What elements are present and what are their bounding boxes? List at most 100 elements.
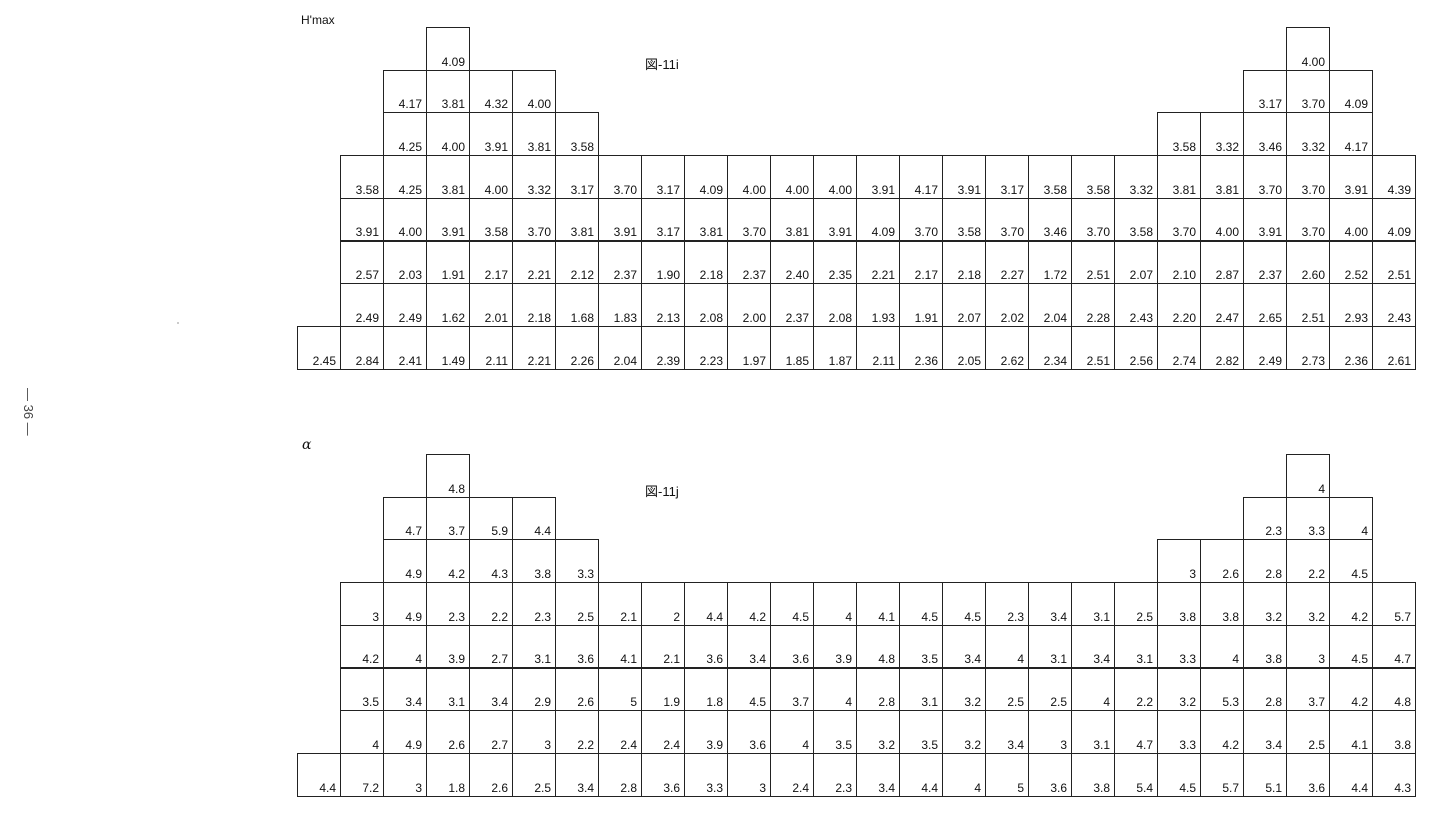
grid-j-cell: 2.5 — [985, 667, 1029, 712]
grid-i-cell-value: 2.17 — [914, 268, 938, 283]
grid-j-cell: 3.4 — [469, 667, 513, 712]
grid-j-cell-value: 3.4 — [1007, 737, 1024, 752]
grid-i-cell-value: 2.49 — [1258, 353, 1282, 368]
grid-j-cell: 3.8 — [1243, 624, 1287, 669]
grid-i-cell: 2.20 — [1157, 283, 1201, 327]
grid-j-cell-value: 4.4 — [706, 609, 723, 624]
grid-i-cell: 2.43 — [1372, 283, 1416, 327]
grid-j-cell-value: 3.7 — [792, 695, 809, 710]
grid-i-cell: 2.74 — [1157, 325, 1201, 370]
grid-i-cell-value: 2.36 — [1344, 353, 1368, 368]
grid-j-cell: 4.2 — [340, 624, 384, 669]
grid-i-y-label: H'max — [301, 13, 335, 27]
grid-j-cell-value: 4 — [845, 609, 852, 624]
grid-j-cell-value: 5.9 — [491, 524, 508, 539]
grid-j-cell: 3.8 — [1372, 710, 1416, 754]
grid-j-cell-value: 3.4 — [964, 652, 981, 667]
grid-i-cell-value: 3.81 — [699, 225, 723, 240]
grid-j-cell-value: 4.9 — [405, 737, 422, 752]
grid-j-cell: 4.5 — [1157, 752, 1201, 797]
grid-j-cell: 4.9 — [383, 710, 427, 754]
grid-j-cell: 3.5 — [899, 710, 943, 754]
grid-i-cell-value: 2.26 — [570, 353, 594, 368]
grid-j-cell-value: 3.4 — [878, 780, 895, 795]
grid-i-cell: 4.00 — [813, 155, 857, 199]
grid-i-cell-value: 4.17 — [914, 182, 938, 197]
grid-i-cell: 4.17 — [383, 69, 427, 114]
grid-j-cell: 3.3 — [1157, 710, 1201, 754]
grid-i-cell-value: 3.17 — [656, 225, 680, 240]
grid-i-cell-value: 2.12 — [570, 268, 594, 283]
grid-j-cell-value: 4 — [1318, 481, 1325, 496]
grid-j-cell: 3 — [1286, 624, 1330, 669]
grid-i-cell-value: 1.72 — [1043, 268, 1067, 283]
grid-j-cell: 1.9 — [641, 667, 685, 712]
grid-j-cell-value: 4.7 — [1136, 737, 1153, 752]
grid-j-cell-value: 3.9 — [448, 652, 465, 667]
grid-i-cell: 1.93 — [856, 283, 900, 327]
grid-j-cell-value: 3.6 — [1050, 780, 1067, 795]
grid-j-cell-value: 2.5 — [534, 780, 551, 795]
grid-j-cell-value: 4.9 — [405, 567, 422, 582]
grid-i-cell-value: 2.51 — [1387, 268, 1411, 283]
grid-j-cell-value: 4.8 — [878, 652, 895, 667]
grid-j-cell-value: 4.2 — [1222, 737, 1239, 752]
grid-j-cell: 4.5 — [899, 582, 943, 626]
grid-j-cell: 3.1 — [1028, 624, 1072, 669]
grid-j-cell-value: 3.8 — [1222, 609, 1239, 624]
grid-j-cell: 3 — [383, 752, 427, 797]
grid-j-cell-value: 3.9 — [706, 737, 723, 752]
grid-j-cell-value: 2.8 — [620, 780, 637, 795]
grid-i-cell-value: 2.93 — [1344, 310, 1368, 325]
grid-i-cell-value: 3.32 — [1129, 182, 1153, 197]
grid-j-cell-value: 4 — [1361, 524, 1368, 539]
grid-i-cell: 4.09 — [426, 27, 470, 71]
grid-j-cell-value: 2.2 — [1308, 567, 1325, 582]
grid-j-cell-value: 3.8 — [1093, 780, 1110, 795]
grid-i-cell: 2.41 — [383, 325, 427, 370]
grid-i-cell: 3.58 — [942, 197, 986, 242]
grid-i-cell-value: 3.91 — [1258, 225, 1282, 240]
grid-j-cell-value: 4.9 — [405, 609, 422, 624]
grid-i-cell: 4.32 — [469, 69, 513, 114]
grid-j-cell: 3.4 — [1243, 710, 1287, 754]
grid-i-cell-value: 3.91 — [613, 225, 637, 240]
grid-i-cell-value: 3.58 — [957, 225, 981, 240]
grid-i-cell-value: 2.37 — [613, 268, 637, 283]
grid-i-cell: 3.32 — [1114, 155, 1158, 199]
grid-j-cell: 4 — [770, 710, 814, 754]
grid-i-cell-value: 3.70 — [914, 225, 938, 240]
grid-i-cell: 3.70 — [1071, 197, 1115, 242]
grid-i-cell: 3.81 — [684, 197, 728, 242]
grid-i-cell-value: 2.43 — [1129, 310, 1153, 325]
grid-j-cell-value: 2.6 — [448, 737, 465, 752]
grid-j-cell: 3.6 — [684, 624, 728, 669]
grid-i-cell-value: 3.70 — [1172, 225, 1196, 240]
grid-i-cell: 3.81 — [770, 197, 814, 242]
grid-i-cell: 2.21 — [512, 240, 556, 285]
grid-j-cell: 3.7 — [770, 667, 814, 712]
grid-i-cell-value: 4.00 — [527, 97, 551, 112]
grid-i-cell: 2.45 — [297, 325, 341, 370]
grid-j-cell-value: 3.6 — [792, 652, 809, 667]
grid-i-cell-value: 2.28 — [1086, 310, 1110, 325]
grid-i-cell-value: 1.68 — [570, 310, 594, 325]
grid-j-cell-value: 4.1 — [878, 609, 895, 624]
grid-i-cell: 2.10 — [1157, 240, 1201, 285]
grid-j-cell: 3.3 — [1157, 624, 1201, 669]
grid-i-cell: 3.17 — [555, 155, 599, 199]
grid-j-cell: 4.7 — [1372, 624, 1416, 669]
grid-i-cell-value: 3.91 — [441, 225, 465, 240]
grid-j-cell: 3.8 — [1157, 582, 1201, 626]
grid-i-cell: 3.32 — [1286, 112, 1330, 157]
grid-i-cell: 2.49 — [1243, 325, 1287, 370]
grid-j-cell-value: 4.5 — [964, 609, 981, 624]
grid-i-cell: 3.17 — [641, 197, 685, 242]
grid-j-cell-value: 4.5 — [1351, 652, 1368, 667]
grid-j-cell-value: 4 — [845, 695, 852, 710]
grid-j-cell: 4 — [813, 667, 857, 712]
grid-j-cell: 2.2 — [1114, 667, 1158, 712]
grid-i-cell-value: 2.21 — [527, 268, 551, 283]
grid-j-cell: 5.7 — [1200, 752, 1244, 797]
grid-j-cell: 3 — [512, 710, 556, 754]
